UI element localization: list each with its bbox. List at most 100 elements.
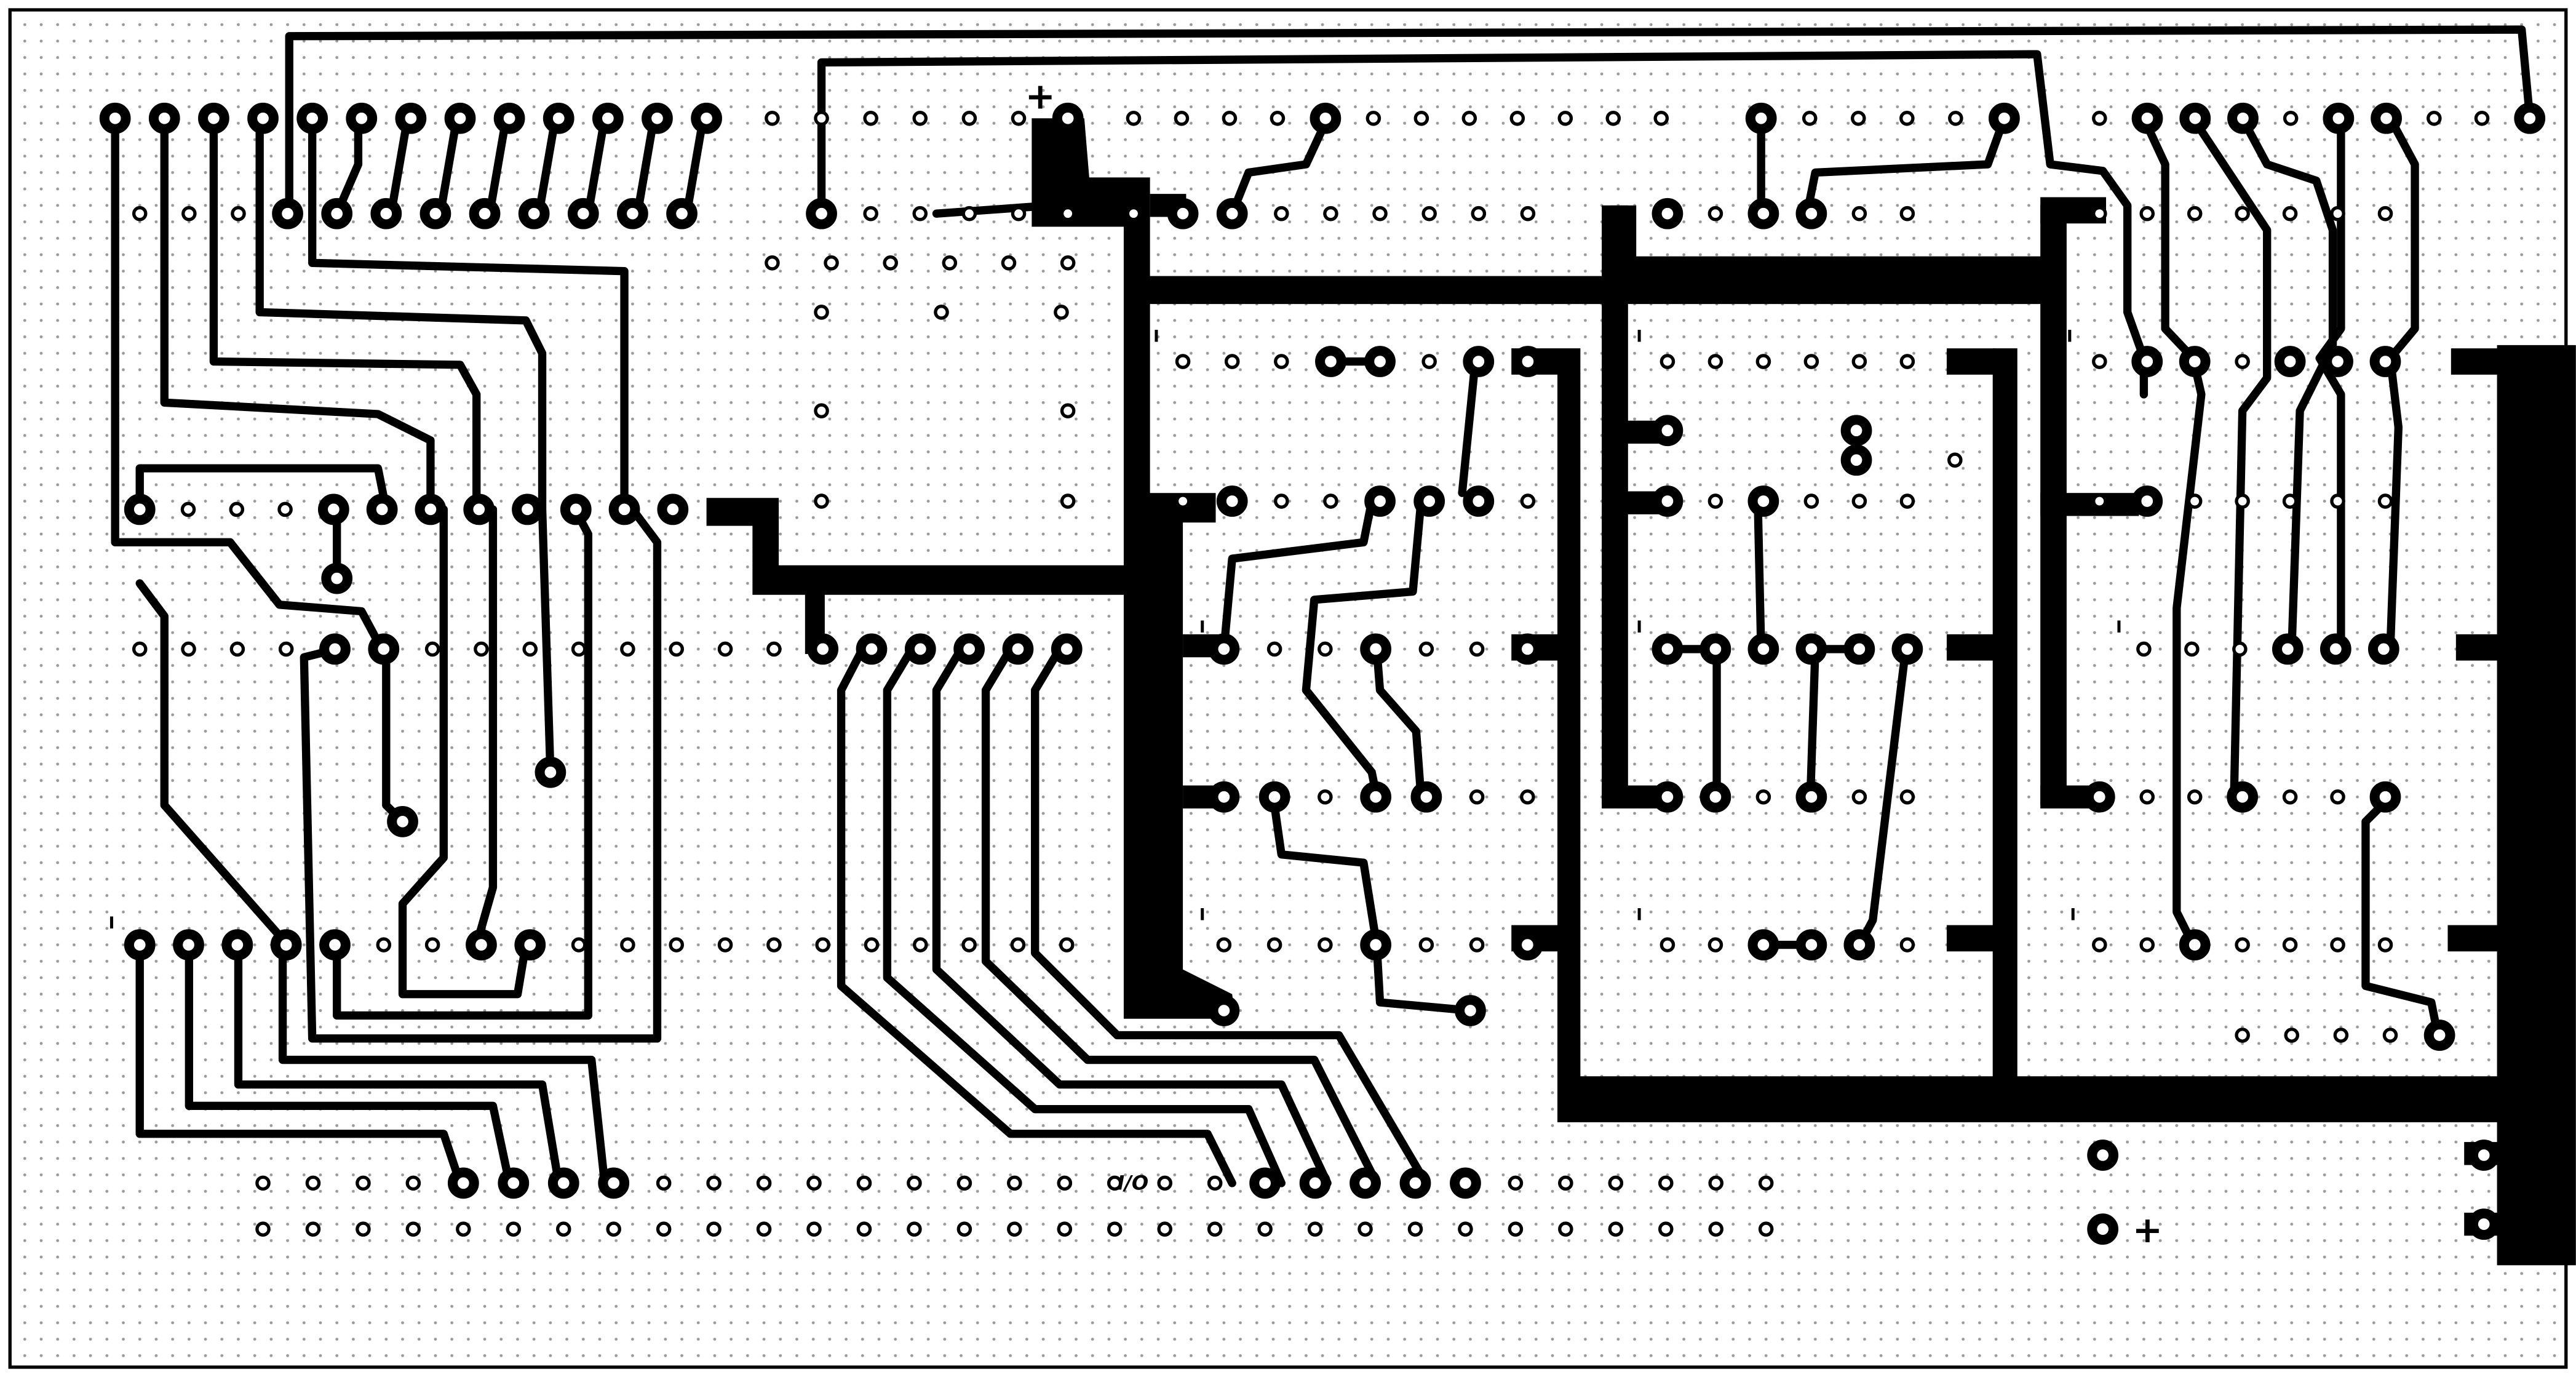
solder-pad: [1512, 633, 1543, 665]
pin1-marker: I: [1199, 618, 1206, 637]
solder-pad: [1216, 198, 1248, 230]
solder-pad: [272, 198, 303, 230]
pad-hole: [934, 305, 949, 320]
solder-pad: [1795, 198, 1827, 230]
pad-hole: [1947, 452, 1963, 468]
pad-hole: [863, 111, 878, 126]
pad-hole: [1270, 111, 1286, 126]
solder-pad: [1364, 485, 1396, 517]
pad-hole: [1851, 789, 1867, 805]
pad-hole: [1274, 354, 1289, 369]
solder-pad: [1364, 346, 1396, 377]
pad-hole: [1174, 111, 1190, 126]
pad-hole: [1157, 1175, 1172, 1191]
pad-hole: [2235, 354, 2250, 369]
solder-pad: [270, 929, 302, 960]
pad-hole: [1899, 354, 1915, 369]
solder-pad: [2369, 346, 2401, 377]
solder-pad: [1843, 633, 1875, 665]
trace-mid-5: [333, 505, 592, 1020]
pad-hole: [815, 937, 830, 952]
pad-hole: [1469, 789, 1485, 805]
pad-hole: [2139, 789, 2155, 805]
pad-hole: [856, 1175, 872, 1191]
solder-pad: [1051, 633, 1083, 665]
solder-pad: [1052, 102, 1084, 134]
pad-hole: [1060, 255, 1076, 271]
pad-hole: [1520, 789, 1535, 805]
solder-pad: [493, 102, 525, 134]
trace-c4: [1458, 357, 1480, 497]
pin1-marker: I: [2070, 906, 2076, 925]
pad-hole: [1126, 206, 1142, 222]
solder-pad: [1299, 1167, 1331, 1199]
pad-hole: [2184, 641, 2200, 657]
pad-hole: [1216, 937, 1232, 952]
solder-pad: [2227, 781, 2259, 813]
pad-hole: [1899, 111, 1915, 126]
solder-pad: [1310, 102, 1342, 134]
pad-hole: [907, 1175, 922, 1191]
pad-hole: [1157, 1221, 1172, 1237]
trace-mid-3: [472, 505, 498, 949]
pad-hole: [522, 641, 538, 657]
pad-hole: [912, 111, 928, 126]
vcc-pour: [706, 118, 2062, 1019]
pad-hole: [814, 305, 829, 320]
pad-hole: [814, 493, 829, 509]
solder-pad: [148, 102, 180, 134]
pad-hole: [814, 111, 829, 126]
solder-pad: [1512, 929, 1543, 960]
pad-hole: [405, 1175, 421, 1191]
trace-bus-9: [682, 114, 707, 218]
pad-hole: [2382, 1028, 2398, 1043]
pad-hole: [1508, 1175, 1524, 1191]
solder-pad: [2179, 102, 2211, 134]
pad-hole: [1707, 937, 1723, 952]
pad-hole: [424, 641, 440, 657]
io-marker: I/O: [1117, 1171, 1148, 1195]
solder-pad: [598, 1167, 630, 1199]
solder-pad: [124, 493, 156, 525]
solder-pad: [2514, 102, 2546, 134]
pad-hole: [1372, 206, 1388, 222]
pad-hole: [2282, 493, 2298, 509]
trace-c1: [932, 201, 1056, 218]
pad-hole: [1755, 354, 1771, 369]
solder-pad: [2179, 929, 2211, 960]
trace-left-3: [209, 114, 481, 514]
solder-pad: [395, 102, 427, 134]
trace-left-2: [160, 114, 435, 514]
pad-hole: [305, 1175, 321, 1191]
pad-hole: [1658, 1221, 1674, 1237]
pad-hole: [2092, 111, 2107, 126]
pad-hole: [1060, 206, 1076, 222]
trace-left-4: [255, 114, 555, 776]
pad-hole: [474, 641, 489, 657]
solder-pad: [617, 198, 648, 230]
solder-pad: [1840, 444, 1872, 476]
pin1-marker: I: [1636, 906, 1642, 925]
trace-bus-8: [633, 114, 658, 218]
solder-pad: [1399, 1167, 1431, 1199]
solder-pad: [2423, 1020, 2455, 1051]
solder-pad: [543, 102, 574, 134]
trace-d6: [1806, 645, 1819, 801]
trace-mid-4: [398, 505, 530, 999]
solder-pad: [447, 1167, 479, 1199]
pad-hole: [1323, 493, 1338, 509]
pad-hole: [229, 501, 245, 517]
solder-pad: [1455, 995, 1486, 1026]
pad-hole: [2330, 493, 2345, 509]
pad-hole: [961, 111, 977, 126]
pad-hole: [1707, 354, 1723, 369]
pad-hole: [1851, 206, 1867, 222]
solder-pad: [370, 198, 402, 230]
gnd-stub-9: [1946, 634, 1997, 661]
pad-hole: [2232, 641, 2248, 657]
solder-pad: [247, 102, 279, 134]
pad-hole: [1653, 111, 1669, 126]
grid-dots: [10, 10, 2566, 1367]
trace-e2: [2188, 114, 2272, 793]
pad-hole: [571, 641, 587, 657]
